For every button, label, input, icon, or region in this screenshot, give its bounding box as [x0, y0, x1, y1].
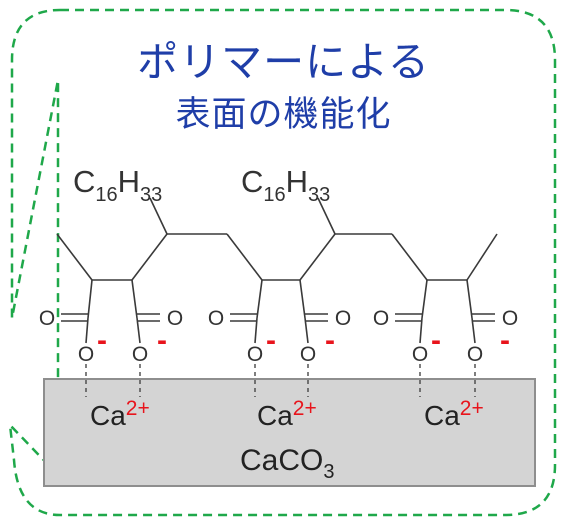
side-chain-h-subscript: 33 — [308, 184, 330, 206]
surface-formula-main: CaCO — [240, 444, 323, 477]
side-chain-h-subscript: 33 — [140, 184, 162, 206]
carboxylate-oxygen: O — [247, 343, 263, 366]
carboxylate-bonds — [61, 279, 495, 344]
carbonyl-oxygen: O — [373, 307, 389, 330]
calcium-charge: 2+ — [126, 397, 150, 420]
carboxylate-oxygen: O — [78, 343, 94, 366]
polymer-backbone — [56, 197, 498, 281]
calcium-ion: Ca2+ — [424, 397, 484, 431]
calcium-charge: 2+ — [293, 397, 317, 420]
side-chain-c-subscript: 16 — [263, 184, 285, 206]
carbonyl-oxygen: O — [335, 307, 351, 330]
surface-formula: CaCO3 — [240, 444, 334, 483]
calcium-symbol: Ca — [90, 400, 126, 431]
carbonyl-oxygen: O — [167, 307, 183, 330]
caco3-surface — [43, 378, 536, 487]
carboxylate-oxygen: O — [467, 343, 483, 366]
calcium-ion: Ca2+ — [257, 397, 317, 431]
callout-frame — [8, 8, 557, 517]
carbonyl-oxygen: O — [502, 307, 518, 330]
anion-charge: - — [97, 324, 107, 357]
side-chain-h: H — [118, 164, 140, 199]
calcium-ions: Ca2+ Ca2+ Ca2+ — [90, 397, 484, 431]
anion-charge: - — [157, 324, 167, 357]
title-line-1: ポリマーによる — [137, 38, 430, 86]
svg-text:C16H33: C16H33 — [241, 164, 330, 206]
side-chain-h: H — [286, 164, 308, 199]
calcium-ion: Ca2+ — [90, 397, 150, 431]
carbonyl-oxygen: O — [39, 307, 55, 330]
side-chain-c-subscript: 16 — [95, 184, 117, 206]
anion-charges: - - - - - - — [97, 324, 510, 357]
side-chain-label: C16H33 — [73, 164, 162, 206]
oxygen-atoms: O O O O O O O O O O O O — [39, 307, 518, 366]
anion-charge: - — [431, 324, 441, 357]
carboxylate-oxygen: O — [300, 343, 316, 366]
anion-charge: - — [266, 324, 276, 357]
side-chain-c: C — [73, 164, 95, 199]
svg-text:C16H33: C16H33 — [73, 164, 162, 206]
side-chain-c: C — [241, 164, 263, 199]
calcium-symbol: Ca — [424, 400, 460, 431]
anion-charge: - — [500, 324, 510, 357]
surface-formula-subscript: 3 — [323, 461, 334, 483]
calcium-symbol: Ca — [257, 400, 293, 431]
carboxylate-oxygen: O — [412, 343, 428, 366]
calcium-charge: 2+ — [460, 397, 484, 420]
carboxylate-oxygen: O — [132, 343, 148, 366]
carbonyl-oxygen: O — [208, 307, 224, 330]
title-line-2: 表面の機能化 — [175, 95, 392, 135]
anion-charge: - — [325, 324, 335, 357]
ionic-bonds — [85, 364, 476, 397]
side-chain-label: C16H33 — [241, 164, 330, 206]
